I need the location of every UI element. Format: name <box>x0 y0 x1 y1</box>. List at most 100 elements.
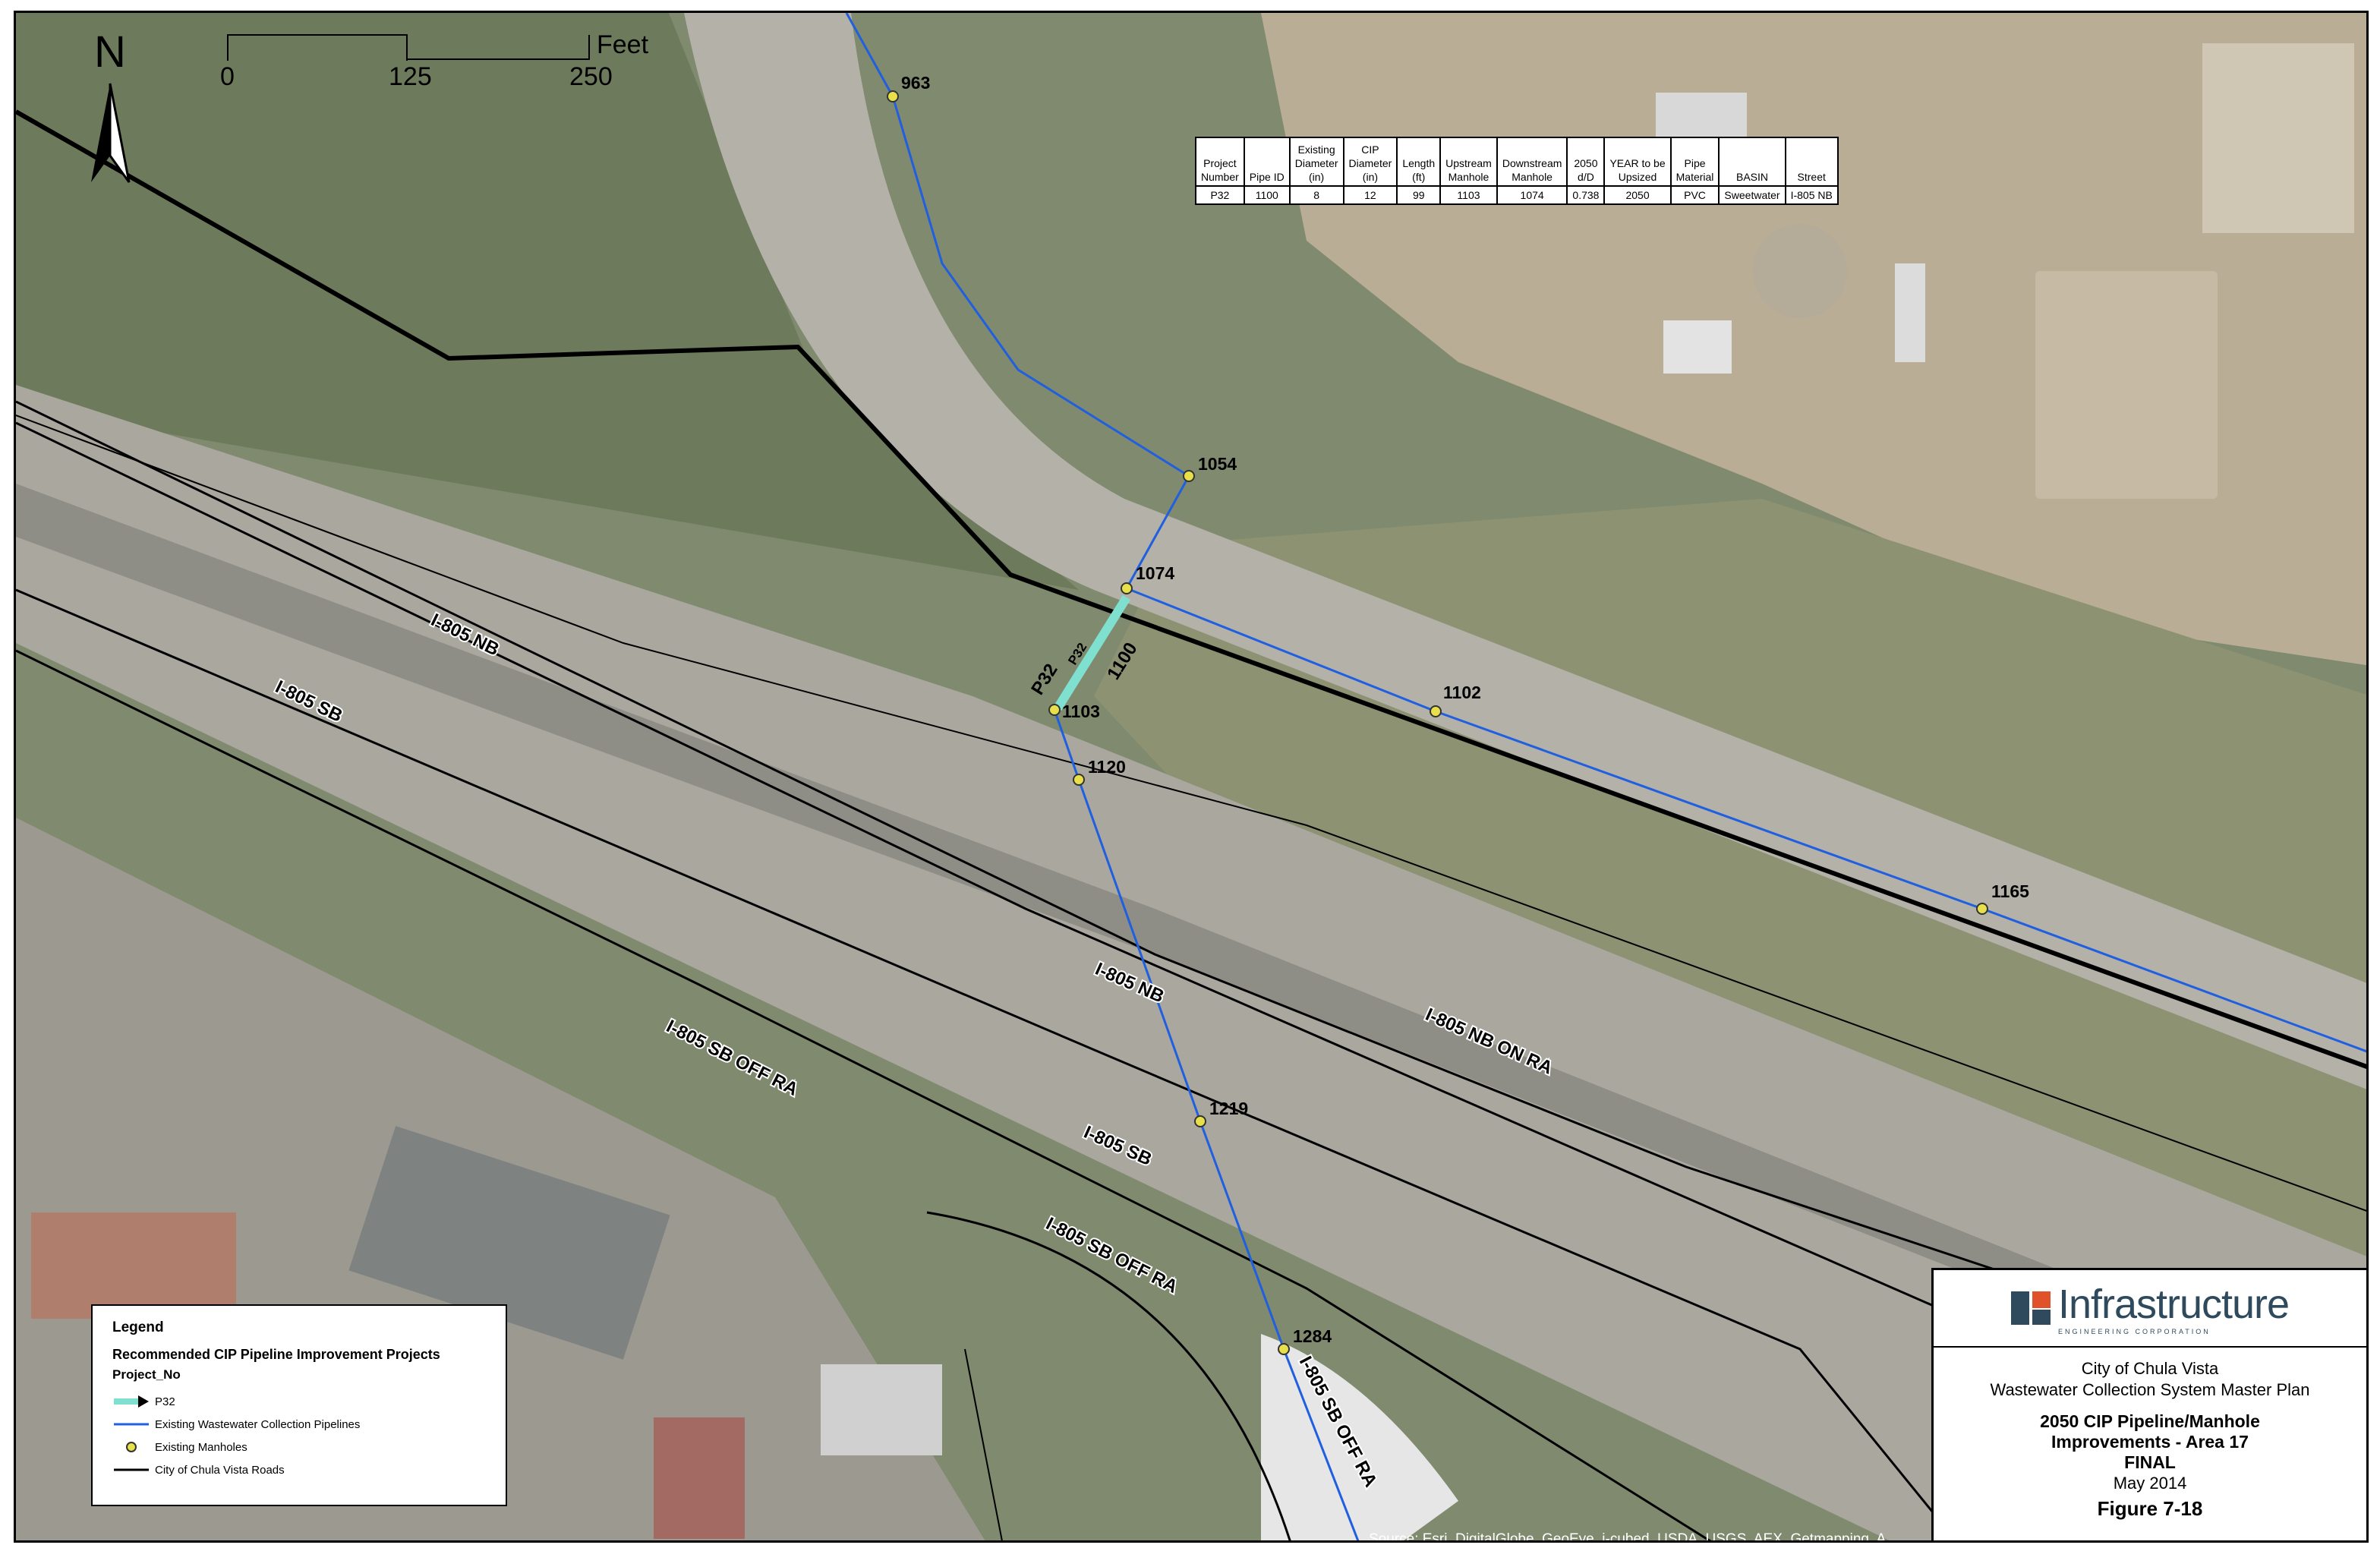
pipeline <box>1125 475 1190 589</box>
road-line <box>16 421 2366 1497</box>
north-arrow-icon: N <box>91 27 131 183</box>
legend: Legend Recommended CIP Pipeline Improvem… <box>91 1304 507 1506</box>
manhole[interactable] <box>1976 903 1988 915</box>
road-line <box>16 415 2366 1212</box>
map-title-line: FINAL <box>2124 1452 2176 1472</box>
attribute-table-cell: 1103 <box>1439 185 1498 205</box>
attribute-table-cell: P32 <box>1195 185 1245 205</box>
legend-subtitle: Recommended CIP Pipeline Improvement Pro… <box>112 1347 440 1362</box>
aerial-map[interactable]: 963 1054 1074 1102 1103 1120 1165 1219 1… <box>16 13 2369 1543</box>
building-roof <box>31 1212 236 1319</box>
pipeline <box>845 13 1190 478</box>
building-roof <box>348 1126 670 1360</box>
manhole-labels: 963 1054 1074 1102 1103 1120 1165 1219 1… <box>901 73 2029 1346</box>
header-line: Street <box>1797 171 1826 183</box>
legend-item-p32: P32 <box>112 1390 486 1413</box>
manhole-dot-icon <box>126 1442 137 1452</box>
plan-name: Wastewater Collection System Master Plan <box>1990 1380 2310 1399</box>
header-line: d/D <box>1578 171 1594 183</box>
scale-tick-label: 250 <box>569 62 613 91</box>
header-line: Diameter <box>1294 157 1338 169</box>
scale-bar: 0 125 250 Feet <box>220 30 648 99</box>
black-line-icon <box>114 1468 149 1471</box>
legend-item-label: Existing Manholes <box>155 1440 247 1454</box>
source-credit: Source: Esri, DigitalGlobe, GeoEye, i-cu… <box>1369 1531 1887 1543</box>
manhole[interactable] <box>1278 1343 1290 1355</box>
manhole-label: 1102 <box>1443 683 1481 702</box>
attribute-table-header-cell: 2050 d/D <box>1566 137 1606 187</box>
title-block: Infrastructure ENGINEERING CORPORATION C… <box>1931 1268 2369 1543</box>
attribute-table-cell: I-805 NB <box>1784 185 1839 205</box>
map-title-line: 2050 CIP Pipeline/Manhole <box>2040 1411 2260 1431</box>
header-line: (in) <box>1309 171 1325 183</box>
manhole-label: 1054 <box>1198 454 1237 474</box>
freeway-median <box>16 484 2366 1431</box>
attribute-table-cell: Sweetwater <box>1718 185 1786 205</box>
scale-tick-label: 0 <box>220 62 235 91</box>
legend-item-pipelines: Existing Wastewater Collection Pipelines <box>112 1413 486 1436</box>
manhole-label: 1120 <box>1088 757 1126 777</box>
logo-mark-icon <box>2010 1291 2051 1325</box>
manhole[interactable] <box>1183 470 1195 482</box>
manhole[interactable] <box>887 90 899 102</box>
building <box>1656 93 1747 138</box>
map-frame[interactable]: 963 1054 1074 1102 1103 1120 1165 1219 1… <box>14 11 2369 1543</box>
header-line: Length <box>1402 157 1436 169</box>
cip-pipe-arrow-icon <box>114 1395 149 1408</box>
manhole[interactable] <box>1121 582 1133 594</box>
building <box>1663 320 1732 374</box>
road-line <box>16 109 2366 1070</box>
disturbed-area <box>1261 1334 1458 1540</box>
attribute-table-cell: 12 <box>1342 185 1398 205</box>
header-line: Manhole <box>1512 171 1553 183</box>
header-line: Project <box>1203 157 1237 169</box>
attribute-table-cell: 2050 <box>1603 185 1672 205</box>
header-line: YEAR to be <box>1609 157 1666 169</box>
header-line: Downstream <box>1502 157 1562 169</box>
header-line: Upstream <box>1445 157 1492 169</box>
arena <box>2035 271 2218 499</box>
header-line: 2050 <box>1574 157 1598 169</box>
road-line <box>926 1211 1291 1540</box>
manhole[interactable] <box>1048 704 1061 716</box>
blue-line-icon <box>114 1423 149 1426</box>
legend-item-label: City of Chula Vista Roads <box>155 1463 285 1477</box>
figure-number: Figure 7-18 <box>2097 1497 2203 1520</box>
manhole[interactable] <box>1430 705 1442 717</box>
attribute-table-header-cell: Length(ft) <box>1396 137 1442 187</box>
manhole-label: 1219 <box>1209 1099 1248 1118</box>
header-line: Upsized <box>1618 171 1657 183</box>
attribute-table-header-cell: Pipe ID <box>1243 137 1291 187</box>
pipeline <box>1126 587 2366 1053</box>
manhole-label: 1165 <box>1991 881 2029 901</box>
logo-subtext: ENGINEERING CORPORATION <box>2057 1328 2211 1335</box>
legend-item-roads: City of Chula Vista Roads <box>112 1458 486 1481</box>
manhole[interactable] <box>1073 774 1085 786</box>
legend-field: Project_No <box>112 1367 181 1382</box>
building-roof <box>654 1417 745 1539</box>
attribute-table-cell: 1100 <box>1243 185 1291 205</box>
attribute-table-header-cell: Street <box>1784 137 1839 187</box>
header-line: Diameter <box>1348 157 1392 169</box>
road-line <box>16 588 1958 1540</box>
water-tank <box>1753 224 1847 318</box>
manhole[interactable] <box>1194 1115 1206 1127</box>
header-line: Pipe <box>1684 157 1706 169</box>
cip-pipe-p32[interactable] <box>1053 594 1131 711</box>
attribute-table-header-cell: YEAR to be Upsized <box>1603 137 1672 187</box>
header-line: BASIN <box>1735 171 1768 183</box>
client-name: City of Chula Vista <box>2081 1359 2219 1378</box>
attribute-table-cell: 0.738 <box>1566 185 1606 205</box>
north-label: N <box>94 27 126 77</box>
manhole-label: 1284 <box>1293 1326 1332 1346</box>
building <box>1895 263 1925 362</box>
header-line: Number <box>1201 171 1239 183</box>
